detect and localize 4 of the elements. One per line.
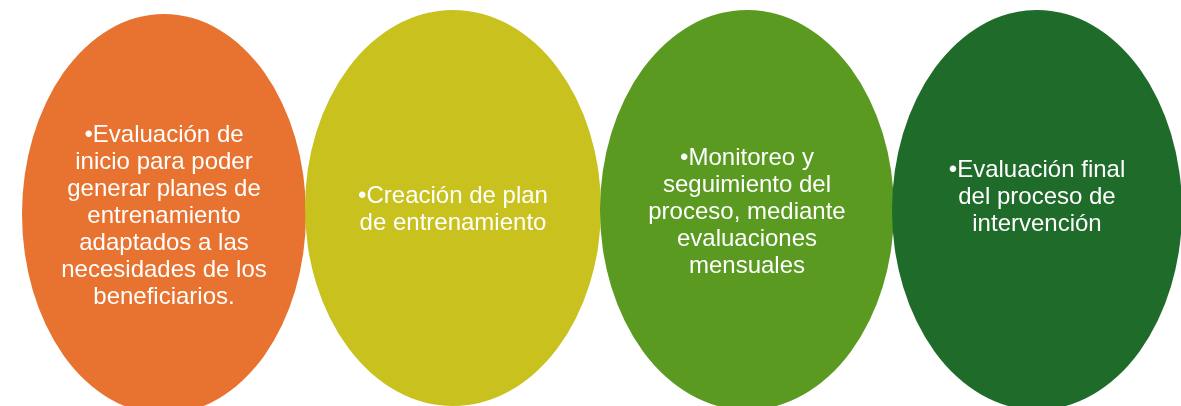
step-text: •Evaluación final del proceso de intervención	[947, 154, 1127, 236]
step-text: •Evaluación de inicio para poder generar planes de entrenamiento adaptados a las necesidades de los beneficiarios.	[60, 119, 268, 309]
step-text: •Monitoreo y seguimiento del proceso, mediante evaluaciones mensuales	[647, 142, 847, 278]
step-text: •Creación de plan de entrenamiento	[357, 181, 549, 235]
